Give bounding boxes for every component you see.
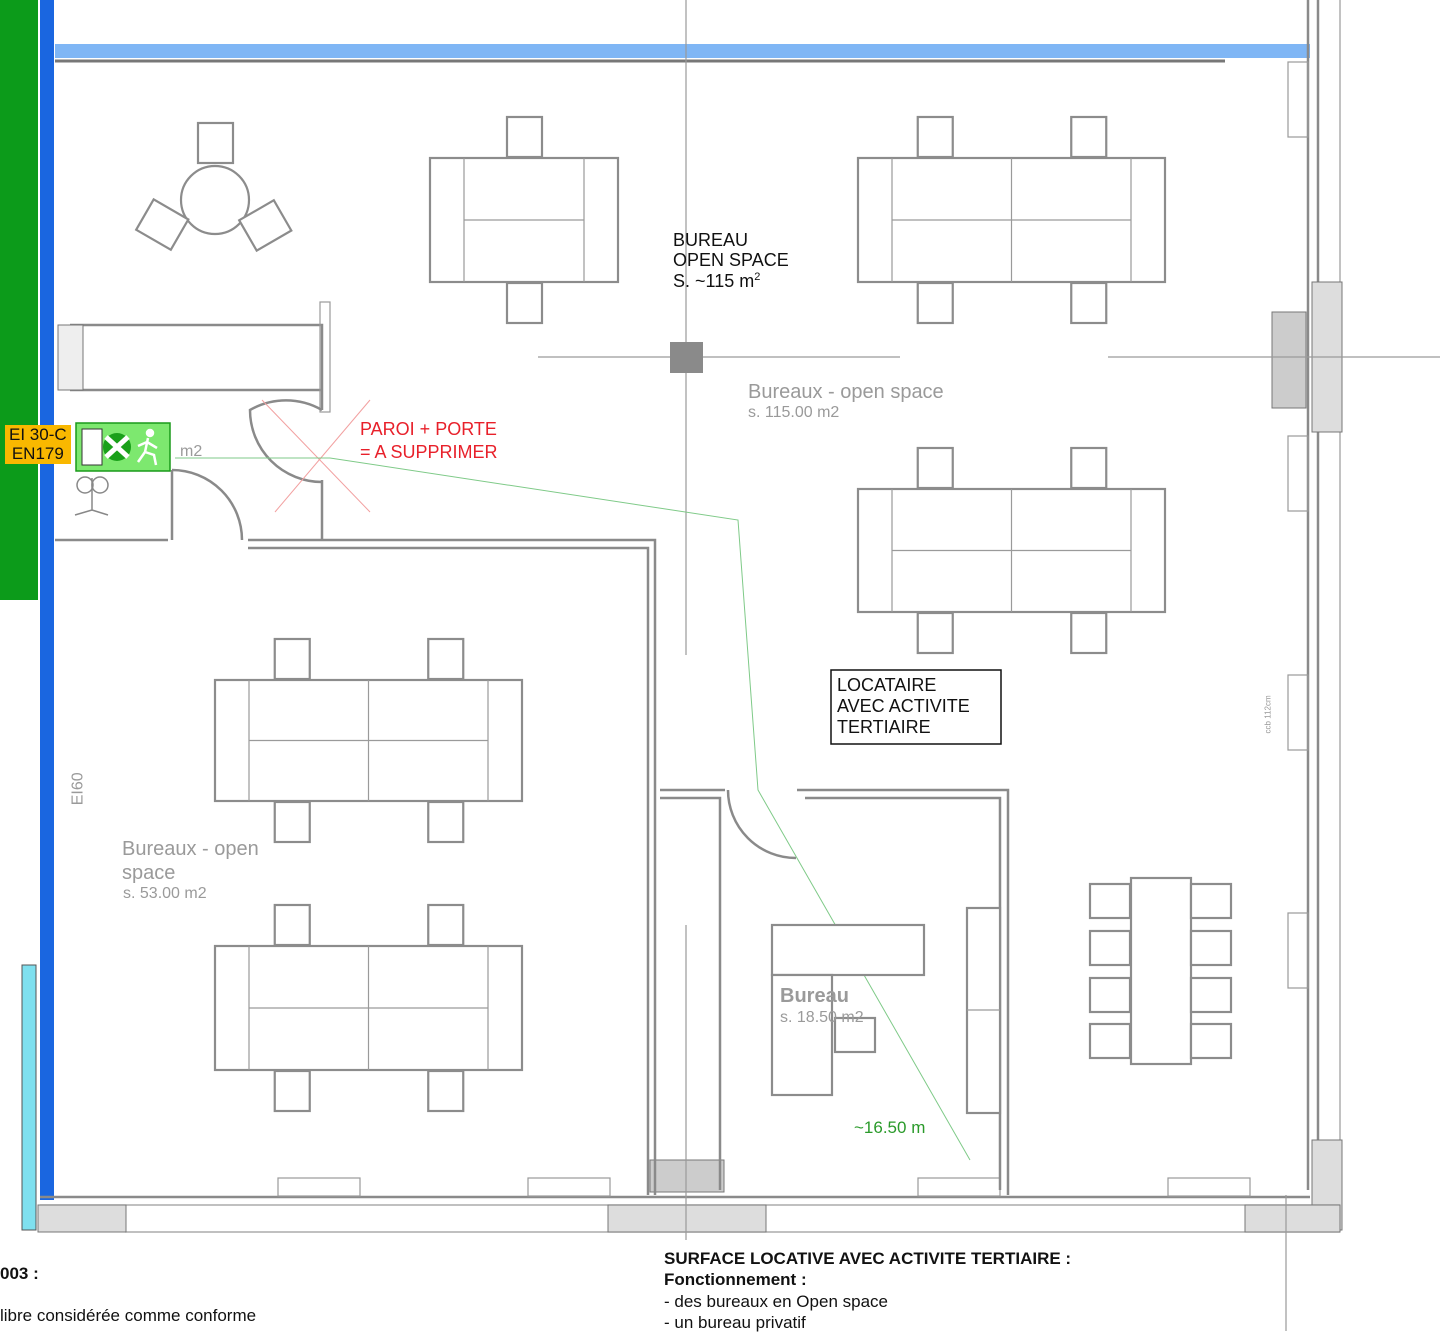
distance-label: ~16.50 m	[854, 1118, 926, 1137]
right-note-item: - un bureau privatif	[664, 1313, 806, 1332]
doors	[171, 399, 797, 860]
chair	[1070, 611, 1108, 655]
bottom-facade	[37, 1159, 1341, 1233]
chair	[273, 800, 311, 844]
partial-area: m2	[180, 443, 203, 460]
chair	[427, 1069, 465, 1113]
fire-wall	[40, 0, 54, 1200]
private-office-desk	[770, 906, 1002, 1115]
chair	[1088, 882, 1132, 920]
wall-rating: EI60	[69, 772, 87, 806]
emergency-exit-sign	[75, 422, 171, 472]
interior-walls	[55, 0, 1440, 1331]
chair	[916, 281, 954, 325]
chair	[1189, 1022, 1233, 1060]
meeting-table	[1088, 876, 1233, 1066]
demolition-note: PAROI + PORTE= A SUPPRIMER	[360, 419, 498, 462]
chair	[273, 1069, 311, 1113]
glazing-strip	[21, 964, 37, 1231]
room-area-open-space: s. 115.00 m2	[748, 404, 840, 421]
chair	[273, 637, 311, 681]
column	[670, 342, 703, 373]
chair	[1189, 929, 1233, 967]
demolition-cross	[261, 399, 371, 513]
chair	[273, 903, 311, 947]
chair	[1189, 882, 1233, 920]
chair	[916, 611, 954, 655]
fire-zone-strip	[0, 0, 38, 600]
coat-stand-icon	[74, 476, 109, 516]
room-area-bureau: s. 18.50 m2	[780, 1009, 864, 1026]
chair	[1189, 976, 1233, 1014]
chair	[1088, 929, 1132, 967]
room-name-bureau: Bureau	[780, 985, 849, 1007]
chair	[1088, 976, 1132, 1014]
evacuation-path	[175, 457, 971, 1161]
chair	[1070, 281, 1108, 325]
desk-cluster	[856, 446, 1167, 655]
round-table	[134, 121, 293, 253]
left-note-heading: 003 :	[0, 1264, 39, 1283]
desk-cluster	[428, 115, 620, 325]
right-facade	[1271, 0, 1343, 1231]
right-note-subheading: Fonctionnement :	[664, 1270, 807, 1289]
chair	[1070, 115, 1108, 159]
right-note-item: - des bureaux en Open space	[664, 1292, 888, 1311]
chair	[505, 115, 544, 159]
chair	[1088, 1022, 1132, 1060]
desk-cluster	[213, 637, 524, 844]
chair	[427, 903, 465, 947]
right-note-heading: SURFACE LOCATIVE AVEC ACTIVITE TERTIAIRE…	[664, 1249, 1072, 1268]
chair	[916, 446, 954, 490]
chair	[427, 800, 465, 844]
chair	[916, 115, 954, 159]
left-note-line: libre considérée comme conforme	[0, 1306, 257, 1325]
chair	[505, 281, 544, 325]
chair	[427, 637, 465, 681]
room-area-open-space-2: s. 53.00 m2	[123, 885, 207, 902]
room-name-open-space: Bureaux - open space	[748, 381, 944, 403]
tenant-box	[830, 669, 1002, 745]
chair	[1070, 446, 1108, 490]
top-beam	[55, 44, 1310, 58]
desk-cluster	[856, 115, 1167, 325]
window-note: ccb 112cm	[1263, 695, 1273, 734]
desk-cluster	[213, 903, 524, 1113]
